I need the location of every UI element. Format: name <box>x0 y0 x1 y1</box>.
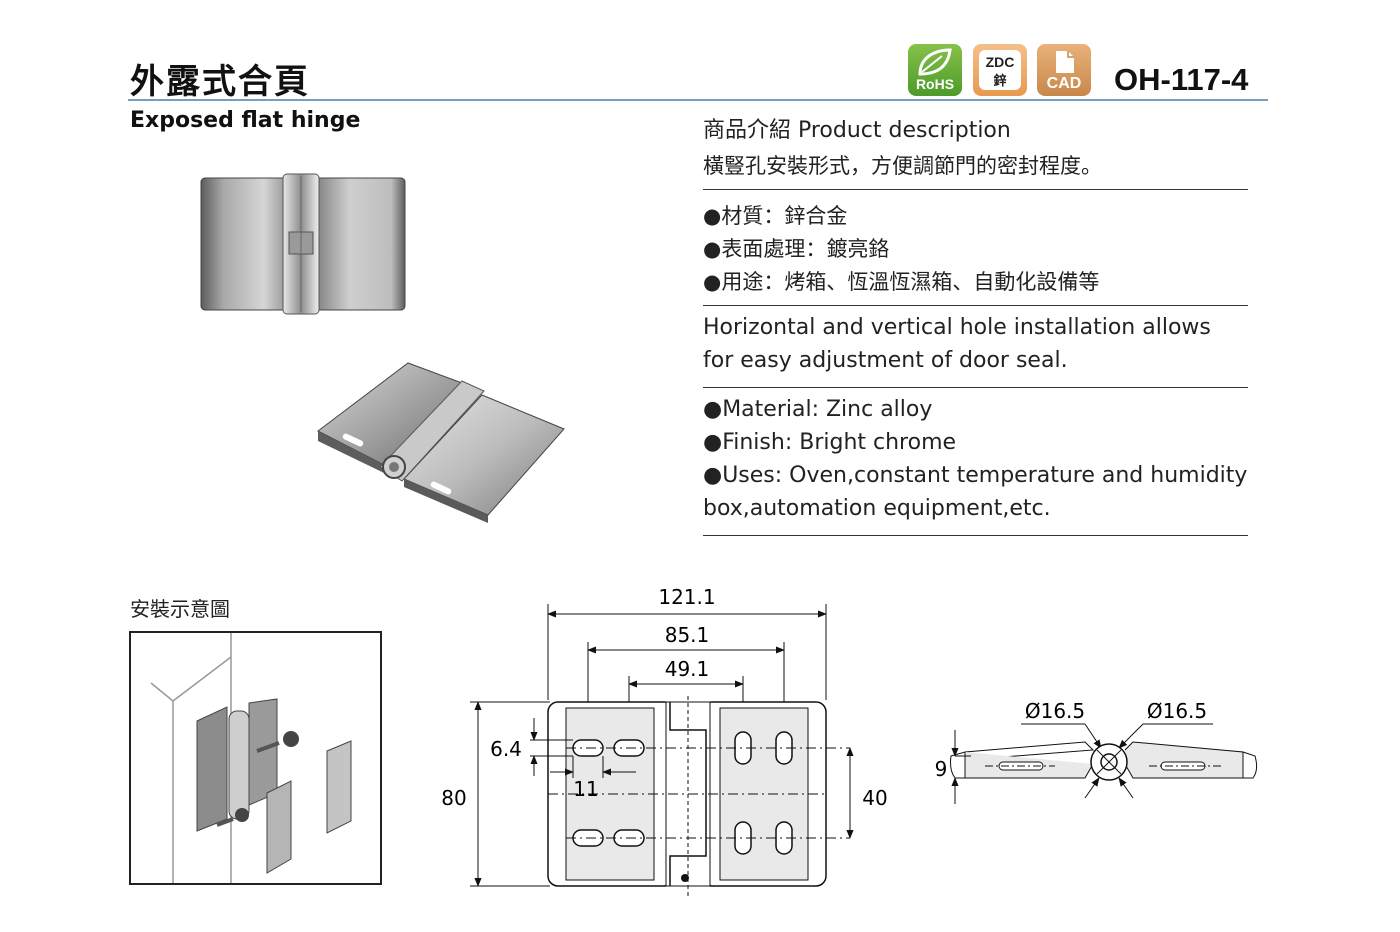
description-divider <box>703 189 1248 190</box>
page-title: 外露式合頁 <box>130 62 310 102</box>
rohs-badge: RoHS <box>908 44 962 96</box>
spec-item-zh: ●用途：烤箱、恆溫恆濕箱、自動化設備等 <box>703 270 1100 294</box>
leaf-icon <box>918 48 952 76</box>
dimension-drawing: 121.1 85.1 49.1 80 40 6.4 11 <box>441 585 888 896</box>
dim-overall-width: 121.1 <box>658 585 715 609</box>
rohs-badge-label: RoHS <box>915 76 955 92</box>
zdc-badge-sublabel: 鋅 <box>993 74 1007 89</box>
installation-illustration <box>150 633 352 883</box>
cad-badge-label[interactable]: CAD <box>1046 75 1082 92</box>
dim-hole-span-inner: 49.1 <box>665 657 710 681</box>
description-summary-zh: 橫豎孔安裝形式，方便調節門的密封程度。 <box>703 154 1102 178</box>
description-summary-en: Horizontal and vertical hole installatio… <box>703 315 1211 340</box>
dim-hole-pitch: 40 <box>862 786 887 810</box>
zdc-badge-label: ZDC <box>985 54 1015 70</box>
spec-item-en: ●Material: Zinc alloy <box>703 397 933 422</box>
installation-diagram <box>129 631 382 885</box>
page-subtitle: Exposed flat hinge <box>130 108 361 133</box>
dim-hole-span-outer: 85.1 <box>665 623 710 647</box>
spec-item-zh: ●材質：鋅合金 <box>703 204 848 228</box>
dim-thickness: 9 <box>935 757 948 781</box>
description-summary-en: for easy adjustment of door seal. <box>703 348 1068 373</box>
hinge-photo-front <box>200 173 406 315</box>
zdc-badge: ZDC 鋅 <box>973 44 1027 96</box>
spec-item-en: box,automation equipment,etc. <box>703 496 1051 521</box>
side-view-drawing: Ø16.5 Ø16.5 9 <box>935 699 1258 804</box>
description-divider <box>703 535 1248 536</box>
model-number: OH-117-4 <box>1114 62 1249 97</box>
dim-knuckle-dia-right: Ø16.5 <box>1147 699 1207 723</box>
dim-knuckle-dia-left: Ø16.5 <box>1025 699 1085 723</box>
header-divider <box>128 99 1268 101</box>
document-icon <box>1056 51 1074 73</box>
dim-slot-height: 6.4 <box>490 737 522 761</box>
description-divider <box>703 387 1248 388</box>
spec-item-en: ●Finish: Bright chrome <box>703 430 957 455</box>
cad-badge: CAD <box>1037 44 1091 96</box>
installation-label: 安裝示意圖 <box>130 597 230 621</box>
dim-slot-offset: 11 <box>573 777 598 801</box>
spec-item-zh: ●表面處理：鍍亮鉻 <box>703 237 890 261</box>
dim-height: 80 <box>441 786 466 810</box>
spec-item-en: ●Uses: Oven,constant temperature and hum… <box>703 463 1248 488</box>
hinge-photo-perspective <box>317 362 565 523</box>
description-heading: 商品介紹 Product description <box>703 118 1011 143</box>
description-divider <box>703 305 1248 306</box>
